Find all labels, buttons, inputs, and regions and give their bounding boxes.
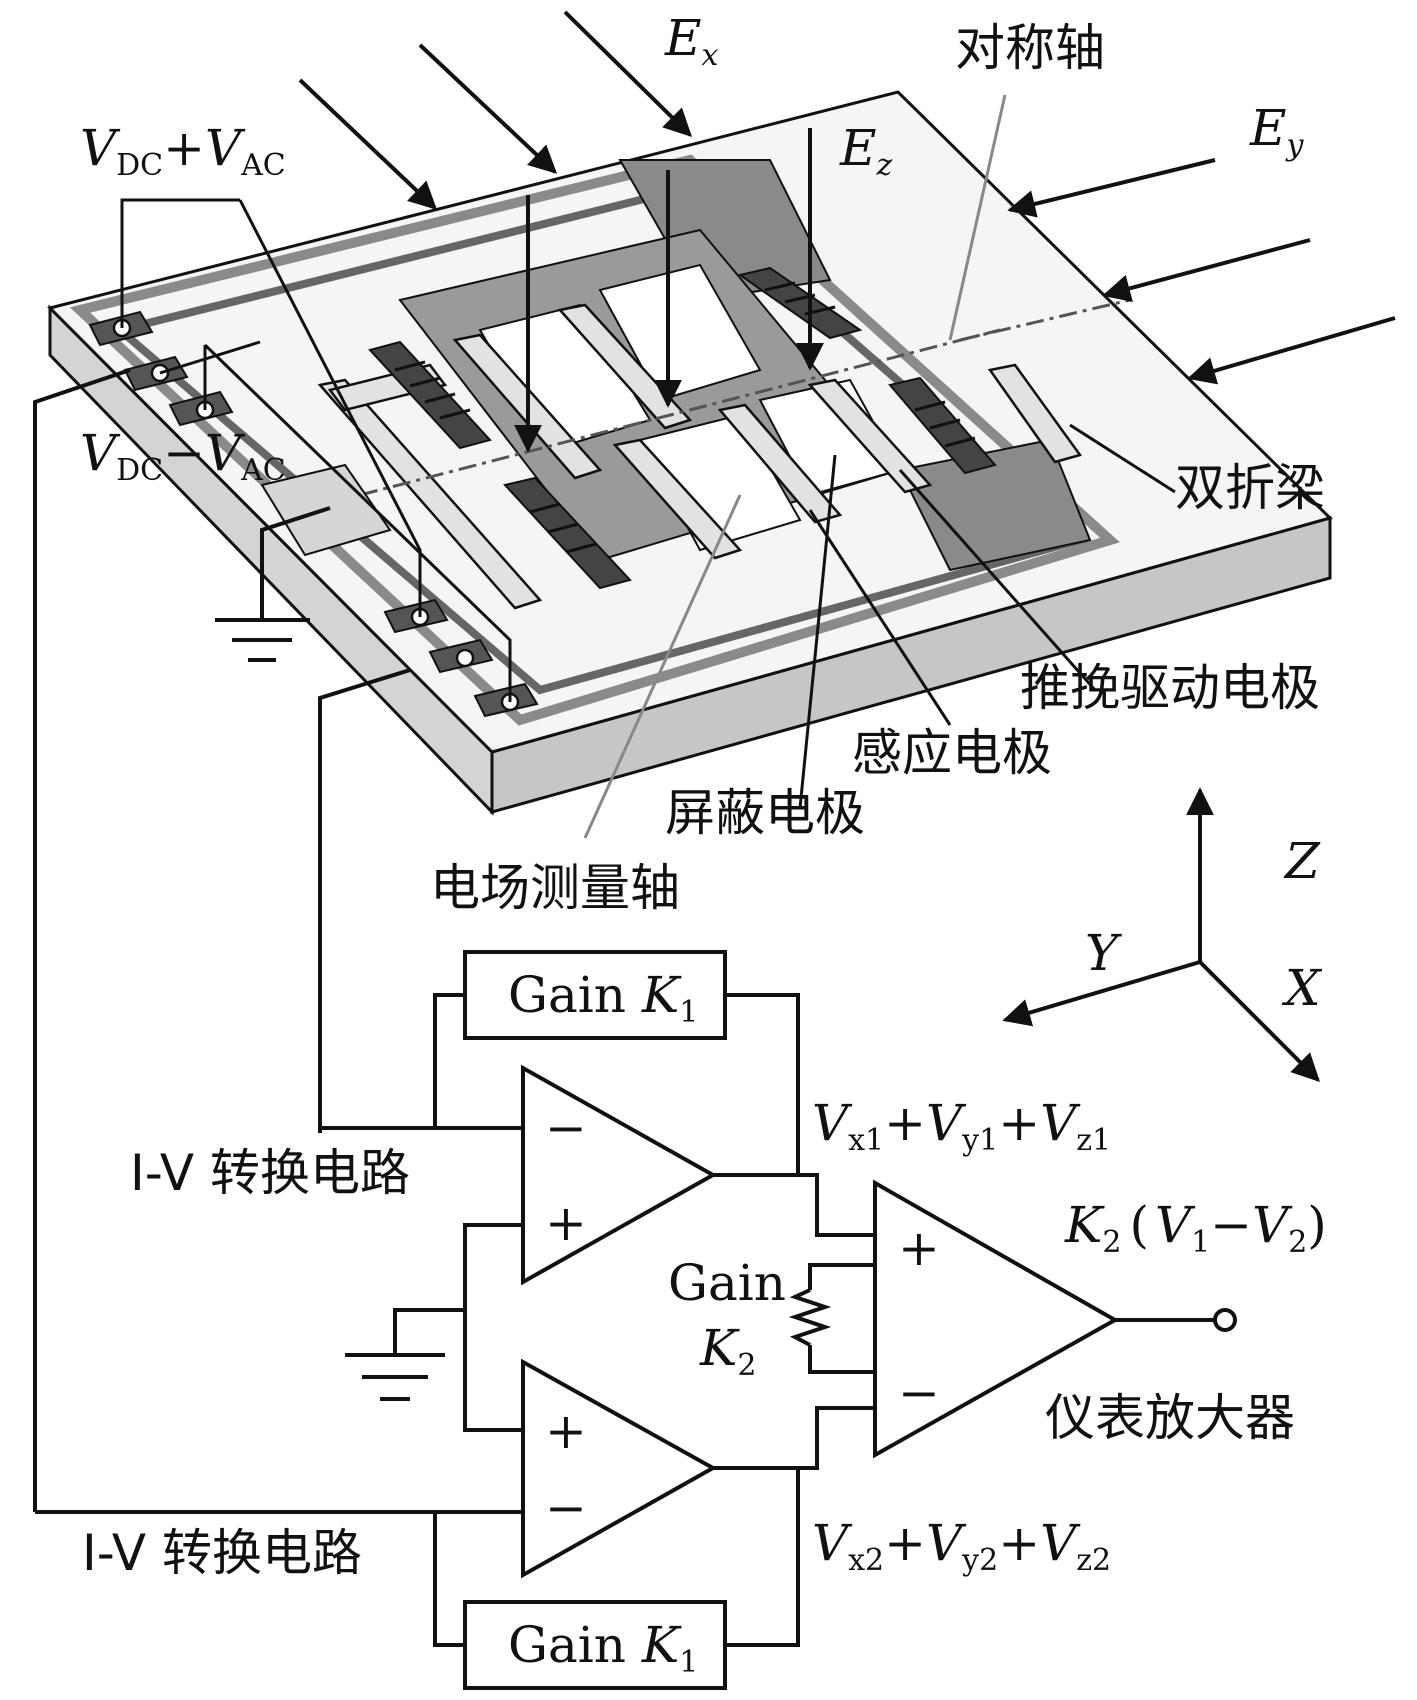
iv-converter-top-label: I-V 转换电路 <box>130 1144 410 1202</box>
instrumentation-amplifier: + − <box>873 1179 1120 1459</box>
gain-k2-resistor <box>788 1288 832 1347</box>
inamp-label: 仪表放大器 <box>1045 1389 1295 1447</box>
symmetry-axis-line <box>959 298 1131 342</box>
bond-pad <box>428 638 494 674</box>
axis-z-label: Z <box>1283 832 1321 890</box>
ground-symbol-chip <box>215 506 331 662</box>
inamp-minus: − <box>898 1364 940 1422</box>
measurement-axis-line <box>359 328 1001 497</box>
output-terminal <box>1213 1308 1237 1332</box>
trace-frame-outer <box>69 154 1120 726</box>
axis-y-label: Y <box>1085 924 1122 982</box>
leader-lines <box>120 94 1176 839</box>
vdc-minus-vac-label: VDC−VAC <box>80 424 286 488</box>
circuit-wiring <box>33 368 1215 1647</box>
gain-k2-word: Gain <box>668 1254 786 1312</box>
ez-label: Ez <box>839 119 893 183</box>
ey-label: Ey <box>1249 99 1305 163</box>
axis-x-label: X <box>1281 959 1323 1017</box>
output-sum-2: Vx2+Vy2+Vz2 <box>812 1514 1111 1578</box>
bond-pad <box>168 390 234 427</box>
double-folded-beam-label: 双折梁 <box>1175 459 1325 517</box>
gray-region-right <box>898 438 1092 572</box>
opamp-top: − + <box>521 1064 718 1286</box>
inamp-plus: + <box>898 1219 940 1277</box>
coordinate-axes <box>1002 787 1320 1082</box>
ex-label: Ex <box>664 9 719 73</box>
gain-k2-symbol: K2 <box>699 1319 756 1383</box>
gain-k1-top-block: Gain K1 <box>463 950 727 1040</box>
measurement-axis-label: 电场测量轴 <box>430 859 680 917</box>
inamp-output-expression: K2(V1−V2) <box>1064 1196 1327 1260</box>
comb-fingers <box>394 281 976 554</box>
symmetry-axis-label: 对称轴 <box>955 19 1105 77</box>
vdc-plus-vac-label: VDC+VAC <box>80 119 286 183</box>
iv-converter-bottom-label: I-V 转换电路 <box>82 1524 362 1582</box>
shield-electrode-label: 屏蔽电极 <box>665 784 865 842</box>
gain-k1-bottom-block: Gain K1 <box>463 1600 727 1690</box>
opamp-bottom-plus: + <box>545 1402 587 1460</box>
opamp-top-minus: − <box>545 1099 587 1157</box>
gain-k1-top-text: Gain K1 <box>508 966 698 1030</box>
opamp-bottom-minus: − <box>545 1479 587 1537</box>
field-arrows <box>298 10 1396 453</box>
output-sum-1: Vx1+Vy1+Vz1 <box>812 1094 1111 1158</box>
opamp-bottom: + − <box>521 1358 718 1579</box>
sensing-electrode-label: 感应电极 <box>852 724 1052 782</box>
gain-k1-bottom-text: Gain K1 <box>508 1616 698 1680</box>
opamp-top-plus: + <box>545 1194 587 1252</box>
bond-pad <box>383 598 449 634</box>
ground-symbol-circuit <box>345 1353 445 1401</box>
push-pull-drive-label: 推挽驱动电极 <box>1020 659 1320 717</box>
